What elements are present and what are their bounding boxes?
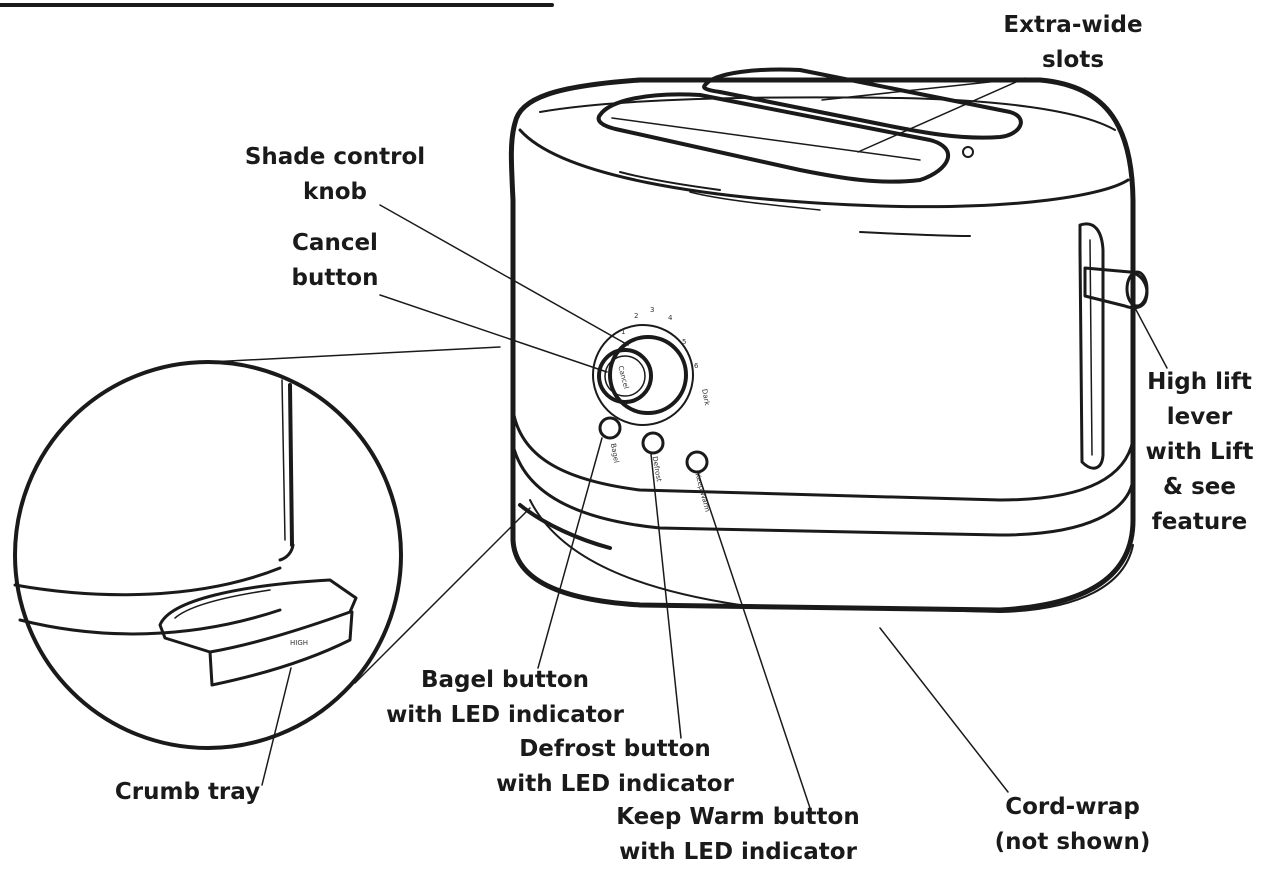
cancel-button-label: Cancel button xyxy=(291,230,379,291)
dial-number-1: 1 xyxy=(621,328,625,336)
crumb-tray-label: Crumb tray xyxy=(114,779,261,805)
keep-warm-button-icon xyxy=(685,450,709,474)
cancel-marking: Cancel xyxy=(616,365,630,390)
high-lift-lever-label: High lift lever with Lift & see feature xyxy=(1145,369,1254,535)
dial-end-marking: Dark xyxy=(700,388,711,407)
defrost-button-icon xyxy=(641,431,665,455)
tray-marking: HIGH xyxy=(290,639,308,647)
keep-warm-button-label: Keep Warm button with LED indicator xyxy=(616,804,860,865)
slots xyxy=(596,67,1023,184)
bagel-button-label: Bagel button with LED indicator xyxy=(386,667,624,728)
dial-number-4: 4 xyxy=(668,314,673,322)
function-buttons xyxy=(598,416,709,474)
shade-control-knob xyxy=(592,324,694,426)
shade-control-knob-label: Shade control knob xyxy=(244,144,426,205)
bagel-marking: Bagel xyxy=(609,443,620,464)
dial-number-3: 3 xyxy=(650,306,654,314)
callout-lines xyxy=(261,77,1168,809)
crumb-tray-detail xyxy=(13,346,531,750)
cord-wrap-label: Cord-wrap (not shown) xyxy=(994,794,1151,855)
bagel-button-icon xyxy=(598,416,622,440)
high-lift-lever xyxy=(1078,222,1149,470)
defrost-button-label: Defrost button with LED indicator xyxy=(496,736,734,797)
dial-number-5: 5 xyxy=(682,338,686,346)
extra-wide-slots-label: Extra-wide slots xyxy=(1003,12,1143,73)
dial-number-2: 2 xyxy=(634,312,638,320)
dial-number-6: 6 xyxy=(694,362,699,370)
toaster-body xyxy=(508,77,1136,613)
